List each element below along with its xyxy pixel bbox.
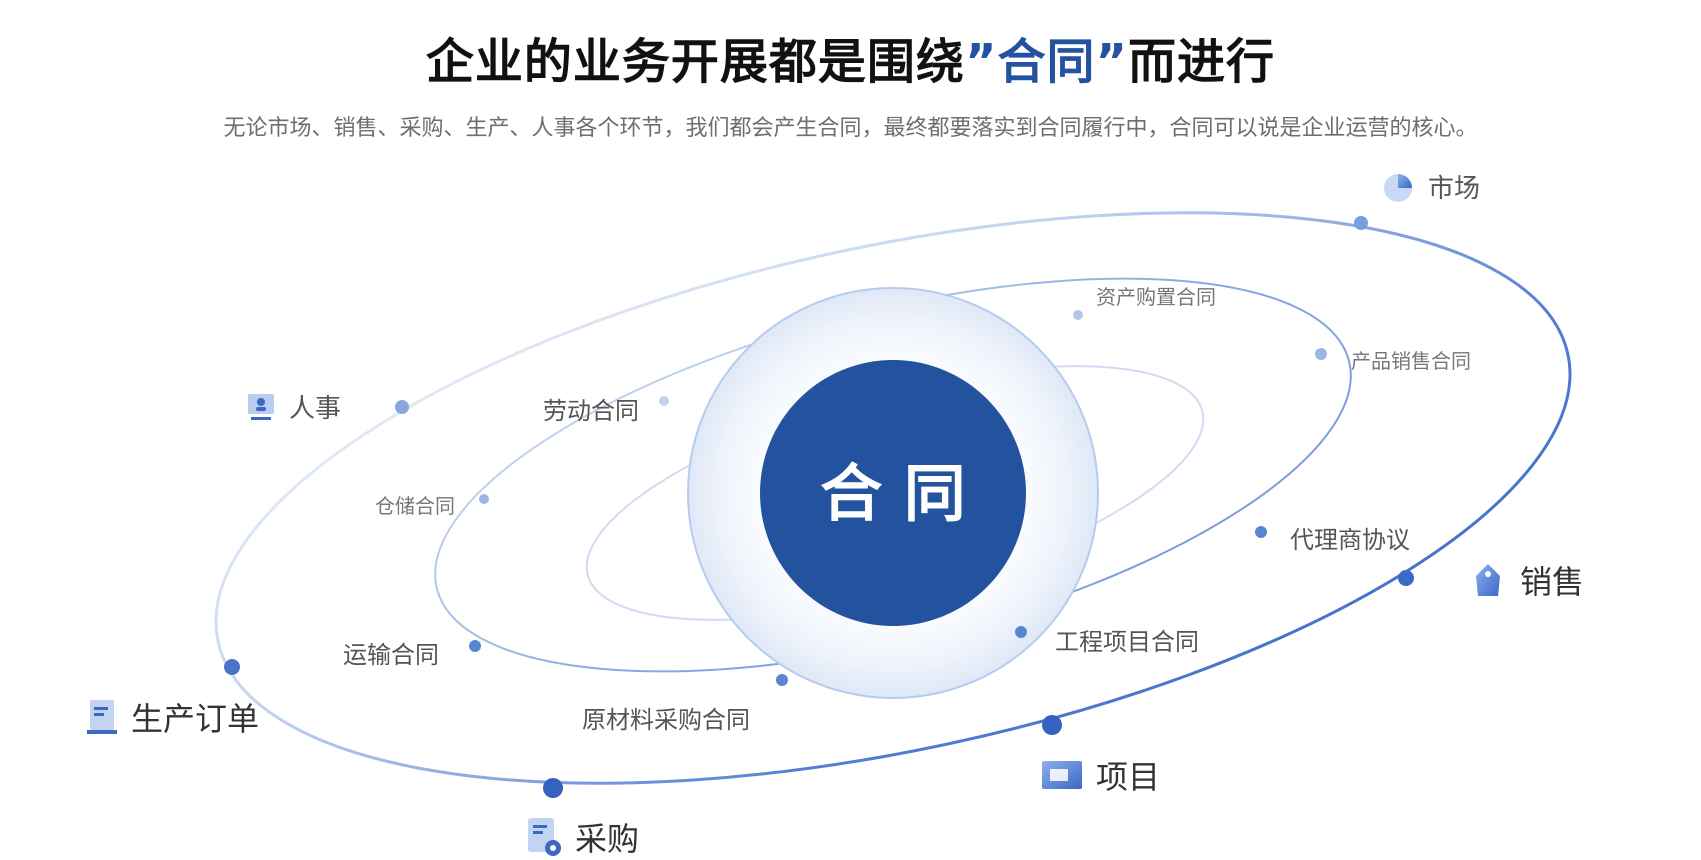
area-hr-label: 人事	[289, 394, 342, 424]
pie-chart-icon	[1384, 173, 1412, 202]
outer-dot-sales	[1398, 570, 1414, 586]
label-warehouse: 仓储合同	[375, 494, 455, 518]
label-asset-purchase: 资产购置合同	[1096, 285, 1216, 309]
inner-dot-raw	[776, 674, 788, 686]
core-circle	[760, 360, 1026, 626]
area-hr: 人事	[245, 388, 341, 425]
area-project: 项目	[1040, 752, 1160, 798]
area-project-label: 项目	[1096, 758, 1161, 796]
label-engineering: 工程项目合同	[1055, 628, 1199, 656]
monitor-user-icon	[248, 393, 274, 420]
outer-orbit	[214, 211, 1572, 785]
label-transport: 运输合同	[343, 641, 439, 669]
window-icon	[1042, 761, 1082, 789]
title-before: 企业的业务开展都是围绕	[425, 34, 965, 90]
core-label: 合 同	[820, 457, 966, 530]
order-document-icon	[87, 700, 117, 734]
page-subtitle: 无论市场、销售、采购、生产、人事各个环节，我们都会产生合同，最终都要落实到合同履…	[223, 116, 1478, 141]
area-market: 市场	[1382, 168, 1480, 205]
inner-dot-labor	[659, 396, 669, 406]
area-sales-label: 销售	[1520, 563, 1585, 601]
area-purchase: 采购	[525, 814, 639, 860]
outer-dot-purchase	[543, 778, 563, 798]
inner-dot-agency	[1255, 526, 1267, 538]
area-production: 生产订单	[85, 694, 259, 740]
label-raw-material: 原材料采购合同	[582, 706, 750, 734]
area-production-label: 生产订单	[131, 700, 260, 738]
label-agency: 代理商协议	[1290, 526, 1410, 554]
inner-dot-warehouse	[479, 494, 489, 504]
label-product-sales: 产品销售合同	[1351, 349, 1471, 373]
area-sales: 销售	[1468, 557, 1584, 603]
outer-dot-hr	[395, 400, 409, 414]
outer-dot-market	[1354, 216, 1368, 230]
inner-dot-engineering	[1015, 626, 1027, 638]
page-title: 企业的业务开展都是围绕”合同”而进行	[0, 22, 1701, 92]
label-labor: 劳动合同	[543, 397, 639, 425]
outer-dot-production	[224, 659, 240, 675]
inner-dot-transport	[469, 640, 481, 652]
title-accent: ”合同”	[964, 34, 1129, 90]
area-purchase-label: 采购	[575, 820, 640, 858]
inner-dot-product	[1315, 348, 1327, 360]
outer-dot-project	[1042, 715, 1062, 735]
title-after: 而进行	[1128, 34, 1276, 90]
file-badge-icon	[528, 818, 561, 856]
inner-dot-asset	[1073, 310, 1083, 320]
area-market-label: 市场	[1428, 174, 1481, 204]
tag-icon	[1476, 564, 1500, 596]
